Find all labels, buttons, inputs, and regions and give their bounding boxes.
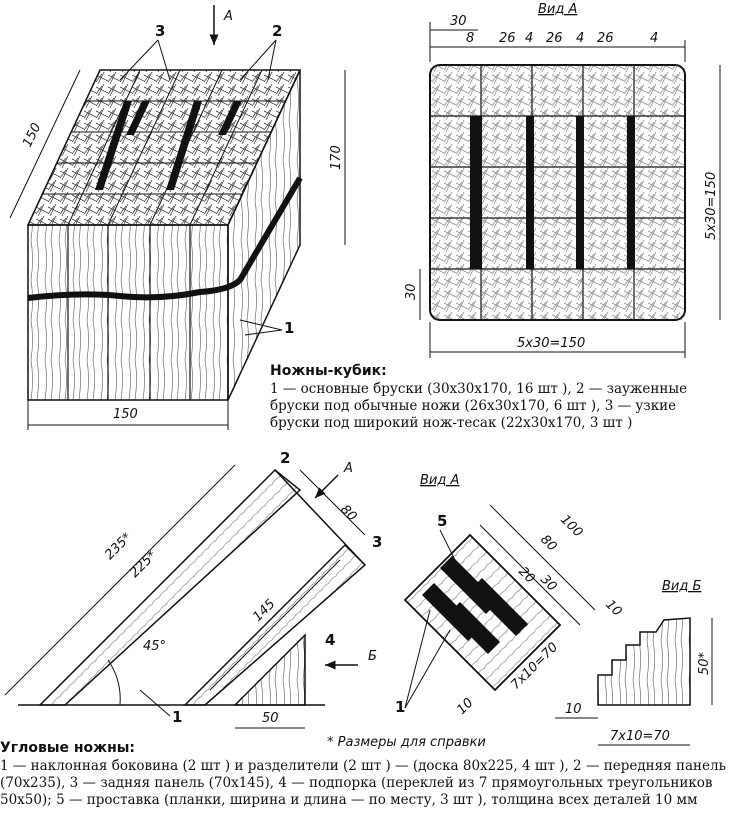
corner-view-b-title: Вид Б xyxy=(662,579,701,594)
corner-view-b-body xyxy=(597,617,691,706)
cube-caption-text: 1 — основные бруски (30x30x170, 16 шт ),… xyxy=(270,381,688,431)
va-dim-26c: 26 xyxy=(597,31,614,46)
corner-caption: Угловые ножны: 1 — наклонная боковина (2… xyxy=(0,740,728,809)
corner-view-a-label-1: 1 xyxy=(395,698,405,716)
va-dim-row: 30 xyxy=(404,283,419,300)
corner-support xyxy=(233,633,306,706)
corner-label-4: 4 xyxy=(325,631,335,649)
cube-break-line xyxy=(27,176,303,301)
cube-3d-view: A 3 2 1 150 170 150 xyxy=(9,5,346,430)
cube-label-2: 2 xyxy=(272,22,282,40)
cube-caption: Ножны-кубик: 1 — основные бруски (30x30x… xyxy=(270,363,728,432)
cube-arrow-a-label: A xyxy=(223,9,233,24)
cube-view-a-title: Вид А xyxy=(538,2,577,17)
corner-dim-80: 80 xyxy=(337,502,359,524)
corner-dim-235: 235* xyxy=(102,530,135,563)
va-dim-8: 8 xyxy=(466,31,474,46)
va-dim-26a: 26 xyxy=(499,31,516,46)
corner-view-a-title: Вид А xyxy=(420,473,459,488)
va-dim-right: 5x30=150 xyxy=(704,172,719,240)
corner-view-a-label-5: 5 xyxy=(437,512,447,530)
va-dim-26b: 26 xyxy=(546,31,563,46)
cube-dim-width: 150 xyxy=(113,407,138,422)
cube-label-1: 1 xyxy=(284,319,294,337)
corner-arrow-b: Б xyxy=(368,649,377,664)
corner-label-2: 2 xyxy=(280,449,290,467)
corner-inclined-side xyxy=(38,468,302,706)
cv-dim-80: 80 xyxy=(537,532,559,554)
corner-view-b: Вид Б 50* 10 7x10=70 xyxy=(555,579,713,746)
corner-view-a-body xyxy=(403,533,562,692)
cv-dim-100: 100 xyxy=(557,512,585,540)
cube-dim-height: 170 xyxy=(329,145,344,170)
corner-dim-225: 225* xyxy=(127,548,160,581)
cube-label-3: 3 xyxy=(155,22,165,40)
corner-sheath-drawing: 45° 235* 225* 145 80 50 2 3 4 1 A Б xyxy=(4,449,382,729)
va-dim-4a: 4 xyxy=(525,31,533,46)
corner-caption-title: Угловые ножны: xyxy=(0,740,136,756)
corner-caption-text: 1 — наклонная боковина (2 шт ) и раздели… xyxy=(0,758,726,808)
reference-note: * Размеры для справки xyxy=(327,735,486,750)
vb-dim-7x10: 7x10=70 xyxy=(610,729,670,744)
vb-dim-10: 10 xyxy=(565,702,582,717)
va-dim-bottom: 5x30=150 xyxy=(517,336,585,351)
va-dim-4c: 4 xyxy=(650,31,658,46)
vb-dim-50: 50* xyxy=(697,651,712,675)
cube-caption-title: Ножны-кубик: xyxy=(270,363,387,379)
cube-dim-depth: 150 xyxy=(20,121,44,150)
cv-dim-30: 30 xyxy=(537,572,559,594)
corner-label-3: 3 xyxy=(372,533,382,551)
corner-arrow-a: A xyxy=(343,461,353,476)
cube-view-a: Вид А 30 8 26 4 26 4 26 4 5x30=150 xyxy=(404,2,721,358)
corner-dim-50: 50 xyxy=(262,711,279,726)
va-dim-4b: 4 xyxy=(576,31,584,46)
cv-dim-10a: 10 xyxy=(602,597,624,619)
corner-label-1: 1 xyxy=(172,708,182,726)
cube-front-face xyxy=(27,224,229,401)
cv-dim-10b: 10 xyxy=(454,696,476,718)
corner-view-a: Вид А 5 1 100 80 20 30 10 7x10=70 10 xyxy=(395,473,624,718)
corner-angle: 45° xyxy=(143,639,166,654)
va-dim-30: 30 xyxy=(450,14,467,29)
